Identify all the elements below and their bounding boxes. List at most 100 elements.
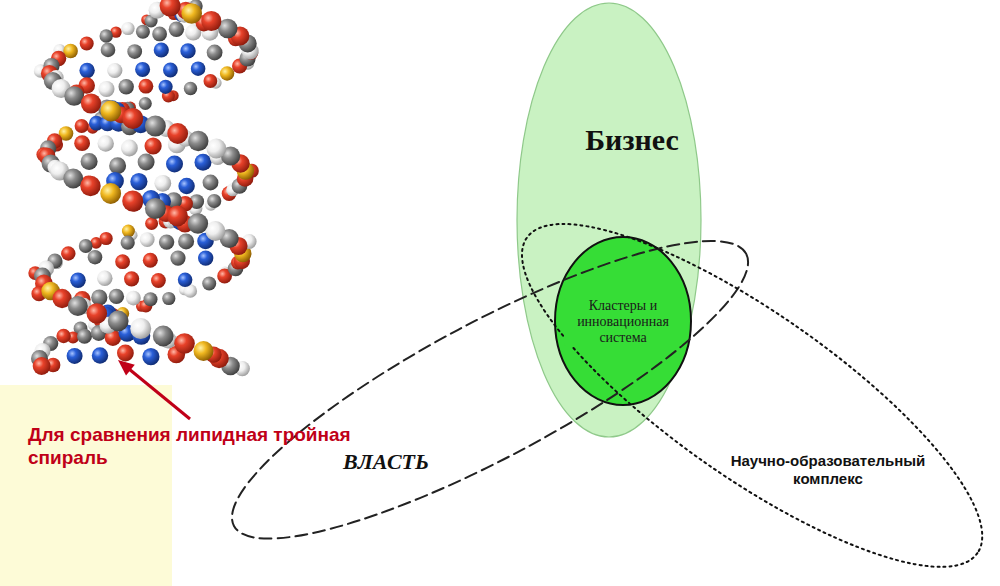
dna-atom bbox=[142, 348, 159, 365]
dna-atom bbox=[61, 246, 75, 260]
dna-atom bbox=[109, 289, 124, 304]
dna-atom bbox=[87, 303, 108, 324]
dna-atom bbox=[169, 22, 184, 37]
dna-atom bbox=[74, 135, 90, 151]
science-ellipse: Научно-образовательный комплекс bbox=[522, 224, 982, 567]
dna-atom bbox=[139, 97, 152, 110]
node-label: Бизнес bbox=[585, 123, 678, 158]
dna-atom bbox=[81, 153, 98, 170]
dna-atom bbox=[115, 254, 130, 269]
cluster-circle: Кластеры и инновационная система bbox=[555, 237, 691, 405]
dna-atom bbox=[178, 233, 194, 249]
shape-outline bbox=[522, 224, 982, 567]
dna-atom bbox=[198, 250, 213, 265]
dna-atom bbox=[195, 154, 212, 171]
node-label: Кластеры и инновационная система bbox=[564, 298, 682, 346]
dna-atom bbox=[204, 74, 218, 88]
dna-atom bbox=[81, 93, 101, 113]
dna-atom bbox=[124, 271, 139, 286]
dna-atom bbox=[101, 43, 116, 58]
dna-atom bbox=[97, 271, 112, 286]
business-ellipse-shape bbox=[517, 3, 701, 437]
power-ellipse: ВЛАСТЬ bbox=[232, 241, 748, 539]
dna-atom bbox=[167, 123, 188, 144]
dna-atom bbox=[121, 140, 138, 157]
dna-atom bbox=[206, 221, 226, 241]
dna-atom bbox=[180, 43, 195, 58]
node-label: ВЛАСТЬ bbox=[343, 449, 429, 474]
dna-atom bbox=[126, 291, 141, 306]
dna-atom bbox=[119, 79, 134, 94]
dna-atom bbox=[98, 135, 114, 151]
label-layer: Для сравнения липидная тройная спираль bbox=[0, 0, 1000, 46]
shape-outline bbox=[232, 241, 748, 539]
dna-atom bbox=[188, 213, 208, 233]
dna-atom bbox=[80, 176, 100, 196]
dna-atom bbox=[108, 311, 129, 332]
dna-atom bbox=[80, 37, 94, 51]
dna-atom bbox=[206, 139, 226, 159]
dna-atom bbox=[151, 273, 166, 288]
science-ellipse-shape bbox=[480, 170, 1000, 586]
dna-model bbox=[28, 0, 259, 376]
dna-atom bbox=[88, 250, 103, 265]
dna-atom bbox=[154, 175, 171, 192]
pointer-arrow-head bbox=[118, 360, 135, 376]
dna-atom bbox=[160, 0, 181, 17]
dna-atom bbox=[56, 329, 70, 343]
dna-atom bbox=[121, 236, 135, 250]
dna-atom bbox=[135, 62, 150, 77]
dna-atom bbox=[122, 108, 143, 129]
dna-atom bbox=[145, 116, 166, 137]
dna-atom bbox=[174, 333, 195, 354]
dna-atom bbox=[75, 119, 89, 133]
dna-atom bbox=[159, 80, 173, 94]
dna-atom bbox=[184, 82, 197, 95]
dna-atom bbox=[181, 3, 202, 24]
dna-atom bbox=[67, 348, 83, 364]
dna-atom bbox=[91, 289, 107, 305]
dna-atom bbox=[70, 272, 86, 288]
dna-atom bbox=[68, 296, 88, 316]
cream-panel bbox=[0, 385, 172, 586]
pointer-arrow-line bbox=[129, 369, 190, 419]
dna-atom bbox=[220, 66, 234, 80]
dna-atom bbox=[79, 239, 93, 253]
dna-atom bbox=[100, 232, 113, 245]
dna-atom bbox=[122, 225, 135, 238]
dna-atom bbox=[101, 101, 122, 122]
dna-atom bbox=[77, 329, 92, 344]
dna-atom bbox=[145, 198, 166, 219]
cluster-circle-shape bbox=[555, 237, 691, 405]
dna-atom bbox=[191, 61, 206, 76]
dna-atom bbox=[166, 156, 183, 173]
dna-atom bbox=[130, 173, 147, 190]
dna-atom bbox=[159, 234, 174, 249]
dna-atom bbox=[145, 137, 162, 154]
dna-atom bbox=[163, 63, 178, 78]
dna-atom bbox=[139, 79, 154, 94]
dna-atom bbox=[178, 178, 194, 194]
dna-atom bbox=[130, 318, 151, 339]
dna-atom bbox=[127, 44, 142, 59]
dna-atom bbox=[79, 63, 94, 78]
dna-atom bbox=[207, 194, 221, 208]
dna-atom bbox=[203, 175, 219, 191]
dna-atom bbox=[100, 29, 113, 42]
dna-atom bbox=[178, 273, 193, 288]
dna-atom bbox=[153, 326, 174, 347]
dna-atom bbox=[140, 232, 155, 247]
dna-atom bbox=[143, 253, 158, 268]
dna-atom bbox=[162, 292, 175, 305]
dna-atom bbox=[117, 345, 134, 362]
dna-atom bbox=[109, 157, 126, 174]
dna-atom bbox=[144, 292, 158, 306]
dna-atom bbox=[194, 341, 214, 361]
dna-atom bbox=[63, 169, 83, 189]
dna-atom bbox=[202, 277, 216, 291]
dna-atom bbox=[136, 25, 150, 39]
dna-atom bbox=[201, 11, 221, 31]
dna-atom bbox=[188, 131, 208, 151]
